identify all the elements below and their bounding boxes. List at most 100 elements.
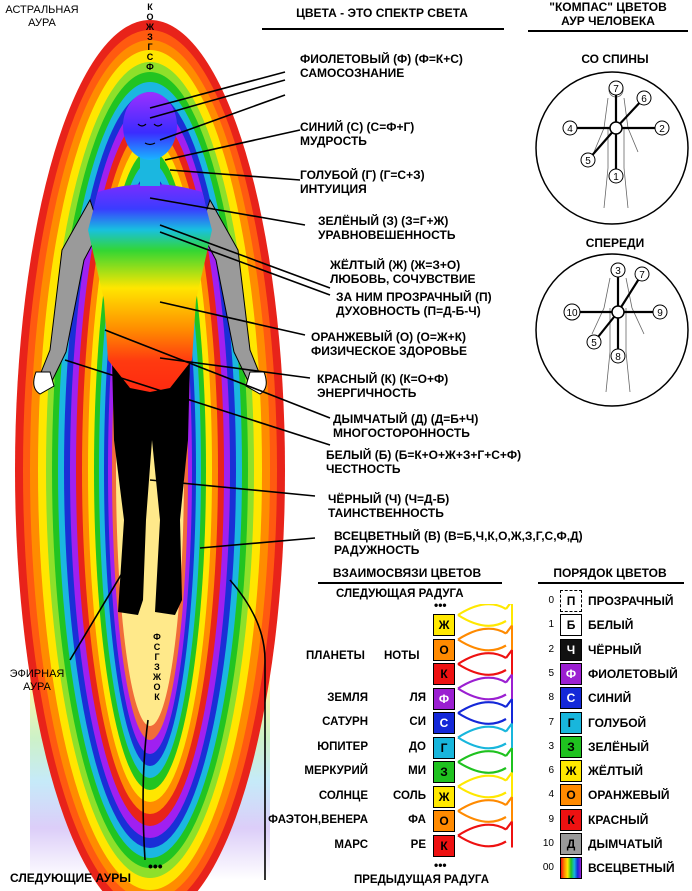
- main-title-rule: [262, 28, 504, 30]
- order-color-name: ЗЕЛЁНЫЙ: [588, 739, 650, 754]
- order-number: 6: [548, 765, 554, 777]
- chakra-letter-top: С: [146, 52, 154, 62]
- color-label-title: ЧЁРНЫЙ (Ч) (Ч=Д-Б): [328, 492, 450, 506]
- order-swatch: Б: [560, 614, 582, 637]
- next-rainbow-dots: •••: [434, 598, 447, 612]
- order-number: 0: [548, 595, 554, 606]
- color-label: ЧЁРНЫЙ (Ч) (Ч=Д-Б)ТАИНСТВЕННОСТЬ: [328, 492, 449, 520]
- compass-back-num-7: 2: [659, 124, 665, 135]
- color-label-meaning: ЭНЕРГИЧНОСТЬ: [317, 386, 417, 400]
- planet-label: ЮПИТЕР: [317, 740, 368, 753]
- order-color-name: ОРАНЖЕВЫЙ: [588, 788, 670, 803]
- relation-cell: С: [433, 712, 455, 734]
- order-color-name: ДЫМЧАТЫЙ: [588, 837, 663, 851]
- compass-back-label: СО СПИНЫ: [581, 52, 649, 66]
- order-color-name: ЖЁЛТЫЙ: [588, 764, 643, 779]
- order-swatch: Ф: [560, 662, 582, 685]
- color-label-meaning: МУДРОСТЬ: [300, 134, 367, 148]
- order-color-name: КРАСНЫЙ: [588, 812, 649, 827]
- order-color-name: СИНИЙ: [588, 691, 632, 706]
- relation-cell: О: [433, 638, 455, 661]
- main-title: ЦВЕТА - ЭТО СПЕКТР СВЕТА: [296, 6, 468, 20]
- color-label-title: ВСЕЦВЕТНЫЙ (В) (В=Б,Ч,К,О,Ж,З,Г,С,Ф,Д): [334, 529, 583, 543]
- relation-cell: К: [433, 834, 455, 857]
- chakra-letter-top: Г: [147, 42, 153, 52]
- order-swatch: Д: [560, 833, 582, 855]
- compass-back-num-2: 7: [613, 84, 619, 95]
- planet-label: ЗЕМЛЯ: [327, 691, 368, 704]
- color-label: БЕЛЫЙ (Б) (Б=К+О+Ж+З+Г+С+Ф)ЧЕСТНОСТЬ: [326, 448, 521, 476]
- order-number: 4: [548, 789, 554, 801]
- color-label-meaning: САМОСОЗНАНИЕ: [300, 66, 405, 80]
- color-label-title: БЕЛЫЙ (Б) (Б=К+О+Ж+З+Г+С+Ф): [326, 448, 522, 462]
- color-label: ФИОЛЕТОВЫЙ (Ф) (Ф=К+С)САМОСОЗНАНИЕ: [300, 52, 463, 80]
- chakra-letter-top: О: [146, 12, 154, 22]
- relation-arrow: [457, 649, 513, 676]
- compass-front-diagram: 3 7 10 9 5 8: [535, 253, 689, 407]
- color-label-meaning: ЛЮБОВЬ, СОЧУВСТВИЕ: [330, 272, 476, 286]
- note-label: СИ: [409, 716, 426, 728]
- chakra-letter-bottom: Г: [154, 652, 160, 662]
- callout-lines: [64, 71, 331, 880]
- compass-back-num-4: 4: [567, 124, 573, 135]
- compass-back-num-6: 6: [641, 94, 647, 105]
- relation-cell: Ж: [433, 785, 455, 808]
- color-label-meaning: УРАВНОВЕШЕННОСТЬ: [318, 228, 456, 242]
- compass-title: "КОМПАС" ЦВЕТОВ АУР ЧЕЛОВЕКА: [524, 0, 692, 28]
- color-label-meaning: МНОГОСТОРОННОСТЬ: [333, 426, 470, 440]
- order-color-name: ГОЛУБОЙ: [588, 715, 647, 730]
- relation-arrow: [457, 771, 513, 799]
- compass-back-num-1: 1: [613, 172, 619, 183]
- color-label-meaning: РАДУЖНОСТЬ: [334, 543, 420, 557]
- order-swatch: К: [560, 808, 582, 831]
- color-label: СИНИЙ (С) (С=Ф+Г)МУДРОСТЬ: [300, 120, 414, 148]
- color-label-meaning: ЧЕСТНОСТЬ: [326, 462, 401, 476]
- planet-label: ФАЭТОН,ВЕНЕРА: [268, 814, 368, 826]
- color-label-meaning: ИНТУИЦИЯ: [300, 182, 367, 196]
- compass-title-line1: "КОМПАС" ЦВЕТОВ: [549, 0, 667, 14]
- order-title: ПОРЯДОК ЦВЕТОВ: [553, 566, 667, 580]
- color-label-title: СИНИЙ (С) (С=Ф+Г): [300, 120, 415, 134]
- note-label: РЕ: [410, 838, 426, 851]
- order-swatch: Г: [560, 711, 582, 734]
- chakra-letter-bottom: Ф: [153, 632, 161, 642]
- order-swatch: Ж: [560, 760, 582, 783]
- order-color-name: ЧЁРНЫЙ: [588, 642, 642, 657]
- color-label-meaning: ДУХОВНОСТЬ (П=Д-Б-Ч): [336, 304, 481, 318]
- compass-front-label: СПЕРЕДИ: [585, 236, 645, 250]
- note-label: ЛЯ: [409, 691, 426, 704]
- chakra-letter-bottom: К: [154, 692, 160, 702]
- chakra-letter-top: К: [147, 2, 153, 12]
- relations-arrows: [457, 604, 513, 848]
- relations-title-rule: [318, 582, 502, 584]
- next-auras-label: СЛЕДУЮЩИЕ АУРЫ: [10, 871, 131, 885]
- note-label: ДО: [408, 740, 426, 753]
- color-label: ЗЕЛЁНЫЙ (З) (З=Г+Ж)УРАВНОВЕШЕННОСТЬ: [318, 214, 455, 242]
- relation-cell: О: [433, 810, 455, 832]
- relation-arrow: [457, 796, 513, 823]
- color-label-title: ЗА НИМ ПРОЗРАЧНЫЙ (П): [336, 290, 492, 304]
- color-label-title: ФИОЛЕТОВЫЙ (Ф) (Ф=К+С): [300, 52, 463, 66]
- compass-front-num-8: 8: [615, 352, 621, 363]
- order-swatch: Ч: [560, 638, 582, 661]
- order-number: 7: [548, 716, 554, 728]
- order-swatch: С: [560, 687, 582, 710]
- compass-back-num-5: 5: [585, 156, 591, 167]
- order-number: 10: [542, 838, 554, 849]
- compass-title-rule: [528, 30, 688, 32]
- relation-arrow: [457, 747, 513, 774]
- order-swatch: П: [560, 590, 582, 612]
- note-label: СОЛЬ: [392, 789, 426, 802]
- chakra-letter-top: З: [147, 32, 153, 42]
- compass-front-num-9: 9: [657, 308, 663, 319]
- color-label-title: ЖЁЛТЫЙ (Ж) (Ж=З+О): [330, 258, 461, 272]
- order-number: 3: [548, 740, 554, 752]
- chakra-letter-bottom: Ж: [152, 672, 162, 682]
- relation-arrow: [457, 604, 512, 627]
- planets-header: ПЛАНЕТЫ: [306, 650, 365, 662]
- planet-label: МАРС: [334, 838, 368, 851]
- note-label: МИ: [408, 765, 426, 777]
- color-label-title: ОРАНЖЕВЫЙ (О) (О=Ж+К): [311, 330, 467, 344]
- compass-front-num-10: 10: [566, 308, 578, 319]
